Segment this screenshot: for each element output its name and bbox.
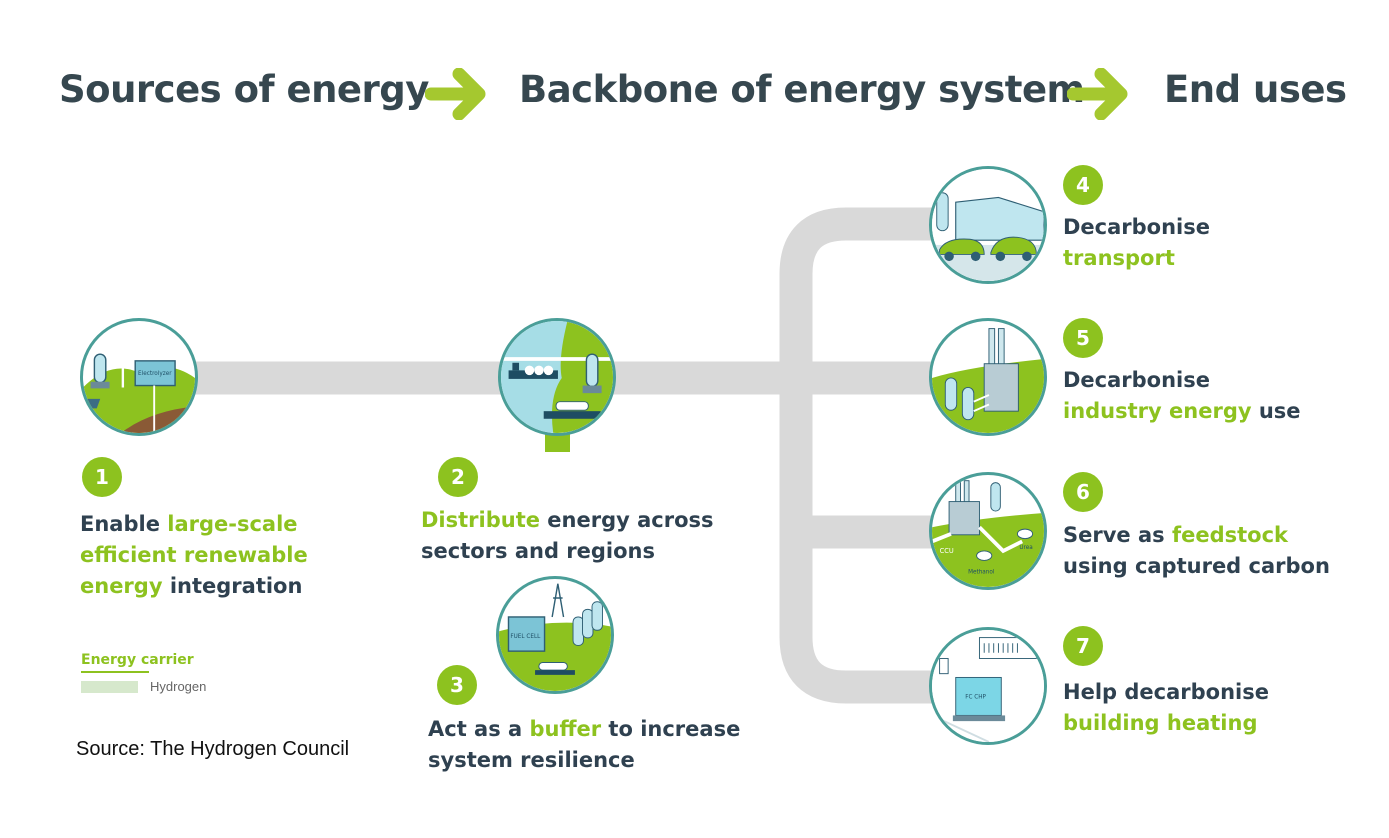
urea-label: Urea: [1019, 545, 1032, 551]
electrolyzer-label: Electrolyzer: [138, 371, 172, 377]
fc-chp-label: FC CHP: [965, 694, 986, 700]
step-4-description: Decarbonise transport: [1063, 215, 1210, 270]
legend-title: Energy carrier: [81, 652, 194, 668]
step-1-illustration: Electrolyzer: [80, 318, 198, 436]
step-7-description: Help decarbonise building heating: [1063, 680, 1269, 735]
step-6-illustration: CCU Urea Methanol: [929, 472, 1047, 590]
fuel-cell-label: FUEL CELL: [510, 634, 541, 640]
step-1-badge: 1: [82, 457, 122, 497]
legend-underline: [81, 671, 149, 673]
ship-storage-distribution-icon: [501, 321, 613, 433]
step-2-illustration: [498, 318, 616, 436]
fuel-cell-buffer-icon: FUEL CELL: [499, 583, 611, 691]
methanol-label: Methanol: [968, 570, 995, 576]
legend-label-hydrogen: Hydrogen: [150, 679, 207, 694]
step-4-badge: 4: [1063, 165, 1103, 205]
stage-backbone: Backbone of energy system: [519, 68, 1085, 111]
step-6-badge: 6: [1063, 472, 1103, 512]
feedstock-ccu-icon: CCU Urea Methanol: [932, 480, 1044, 587]
step-7-badge: 7: [1063, 626, 1103, 666]
stage-end-uses: End uses: [1164, 68, 1347, 111]
step-3-illustration: FUEL CELL: [496, 576, 614, 694]
step-3-badge: 3: [437, 665, 477, 705]
source-credit: Source: The Hydrogen Council: [76, 738, 350, 760]
step-1-description: Enable large-scale efficient renewable e…: [80, 512, 308, 598]
stage-sources-of-energy: Sources of energy: [59, 68, 429, 111]
step-6-description: Serve as feedstock using captured carbon: [1063, 523, 1330, 578]
legend-swatch-hydrogen: [81, 681, 138, 693]
step-4-illustration: [929, 166, 1047, 284]
step-7-illustration: FC CHP: [929, 627, 1047, 745]
step-2-description: Distribute energy across sectors and reg…: [421, 508, 714, 563]
right-arrow-icon: [1067, 68, 1128, 120]
electrolyzer-wind-solar-icon: Electrolyzer: [83, 335, 195, 433]
fuel-station-cars-icon: [932, 169, 1044, 281]
step-3-description: Act as a buffer to increase system resil…: [428, 717, 741, 772]
step-5-description: Decarbonise industry energy use: [1063, 368, 1301, 423]
ccu-label: CCU: [940, 547, 954, 555]
step-5-illustration: [929, 318, 1047, 436]
step-5-badge: 5: [1063, 318, 1103, 358]
trunk-pipe: [779, 207, 945, 704]
fc-chp-heating-icon: FC CHP: [932, 630, 1044, 742]
right-arrow-icon: [425, 68, 486, 120]
step-2-badge: 2: [438, 457, 478, 497]
industry-plant-icon: [932, 328, 1044, 433]
